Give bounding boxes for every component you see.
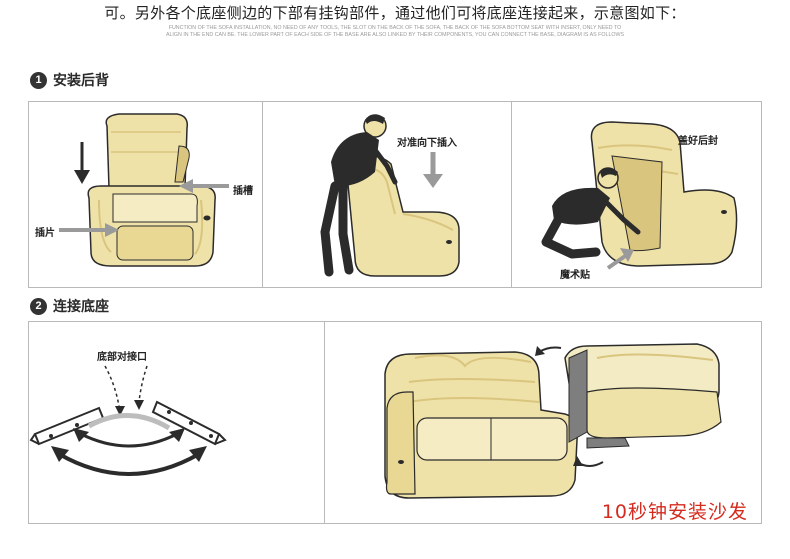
label-slot: 插槽 (233, 186, 253, 197)
label-insert: 插片 (35, 228, 55, 239)
panel-base-joint: 底部对接口 (28, 321, 325, 524)
person-installing-back-illustration (320, 114, 460, 277)
step-2-title: 连接底座 (53, 299, 109, 315)
panel-sofa-connect (324, 321, 762, 524)
panel-install-back-align: 对准向下插入 (262, 101, 512, 288)
step-1-heading: 1 安装后背 (30, 70, 109, 90)
panel-install-back-cover: 盖好后封 魔术贴 (511, 101, 762, 288)
label-align-down: 对准向下插入 (397, 138, 457, 149)
label-base-joint: 底部对接口 (97, 352, 147, 363)
step-2-heading: 2 连接底座 (30, 296, 109, 316)
sofa-connect-illustration (384, 343, 722, 499)
step-1-title: 安装后背 (53, 73, 109, 89)
label-velcro: 魔术贴 (560, 270, 590, 281)
person-closing-cover-illustration (541, 121, 738, 270)
intro-english-line-2: ALIGN IN THE END CAN BE. THE LOWER PART … (165, 32, 625, 38)
panel-install-back-insert: 插槽 插片 (28, 101, 263, 288)
intro-english-line-1: FUNCTION OF THE SOFA INSTALLATION, NO NE… (168, 25, 622, 31)
promo-text: 10秒钟安装沙发 (601, 501, 748, 523)
step-1-number: 1 (30, 71, 47, 89)
intro-text: 可。另外各个底座侧边的下部有挂钩部件，通过他们可将底座连接起来，示意图如下： (104, 4, 686, 22)
step-2-number: 2 (30, 297, 47, 315)
recliner-illustration (59, 113, 229, 267)
base-joint-illustration (29, 365, 227, 476)
label-cover: 盖好后封 (678, 136, 718, 147)
